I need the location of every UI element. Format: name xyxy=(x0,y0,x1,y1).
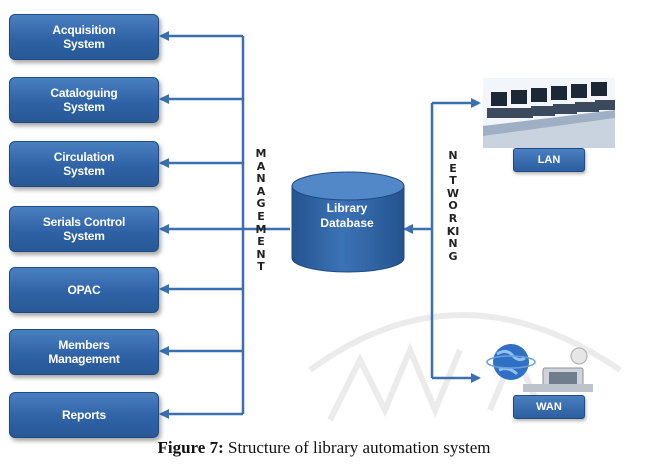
module-serials-control-system: Serials Control System xyxy=(9,206,159,252)
module-members-management: Members Management xyxy=(9,329,159,375)
module-opac: OPAC xyxy=(9,267,159,313)
module-acquisition-system: Acquisition System xyxy=(9,14,159,60)
networking-label: NETWORKING xyxy=(446,149,460,263)
module-reports: Reports xyxy=(9,392,159,438)
database-label: Library Database xyxy=(320,201,374,230)
lan-computers-image xyxy=(483,78,615,148)
module-circulation-system: Circulation System xyxy=(9,141,159,187)
wan-globe-image xyxy=(486,344,593,392)
lan-label: LAN xyxy=(513,148,585,172)
figure-title: Structure of library automation system xyxy=(228,438,491,457)
module-cataloguing-system: Cataloguing System xyxy=(9,77,159,123)
figure-caption: Figure 7: Structure of library automatio… xyxy=(0,438,648,458)
wan-label: WAN xyxy=(513,395,585,419)
database-cylinder xyxy=(291,171,405,273)
figure-number: Figure 7: xyxy=(157,438,224,457)
management-label: MANAGEMENT xyxy=(255,147,267,274)
